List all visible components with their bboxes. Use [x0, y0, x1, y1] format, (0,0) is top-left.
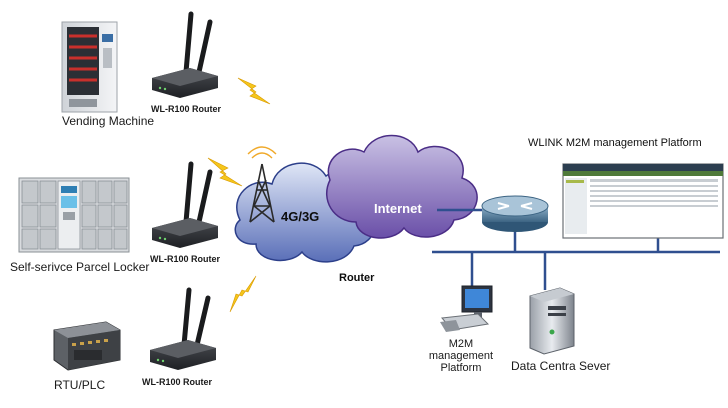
parcel-locker-label: Self-serivce Parcel Locker: [10, 260, 150, 274]
vending-machine-image: [61, 21, 118, 113]
desktop-computer-icon: [440, 285, 493, 332]
rtu-plc-image: [53, 321, 121, 371]
router-icon-middle: [152, 161, 218, 248]
cell-tower-icon: [247, 146, 277, 223]
router-caption: Router: [339, 272, 375, 284]
core-router-icon: [481, 195, 549, 232]
m2m-label-line1: M2M: [448, 338, 474, 350]
router-label-top: WL-R100 Router: [151, 104, 222, 114]
m2m-label-line2: management: [428, 350, 494, 362]
internet-label: Internet: [374, 201, 422, 216]
platform-title: WLINK M2M management Platform: [528, 137, 702, 149]
m2m-platform-label: M2M management Platform: [426, 338, 496, 374]
router-label-middle: WL-R100 Router: [150, 254, 221, 264]
m2m-label-line3: Platform: [440, 362, 482, 374]
router-label-bottom: WL-R100 Router: [142, 377, 213, 387]
router-icon-top: [152, 11, 218, 98]
parcel-locker-image: [18, 177, 130, 253]
server-tower-icon: [529, 287, 575, 355]
server-label: Data Centra Sever: [511, 359, 611, 373]
router-icon-bottom: [150, 287, 216, 370]
internet-cloud: [325, 134, 478, 239]
vending-machine-label: Vending Machine: [62, 114, 155, 128]
rtu-plc-label: RTU/PLC: [54, 378, 106, 392]
cellular-label: 4G/3G: [281, 209, 320, 224]
wireless-signal-icon: [207, 77, 271, 313]
platform-screenshot: [562, 163, 724, 239]
